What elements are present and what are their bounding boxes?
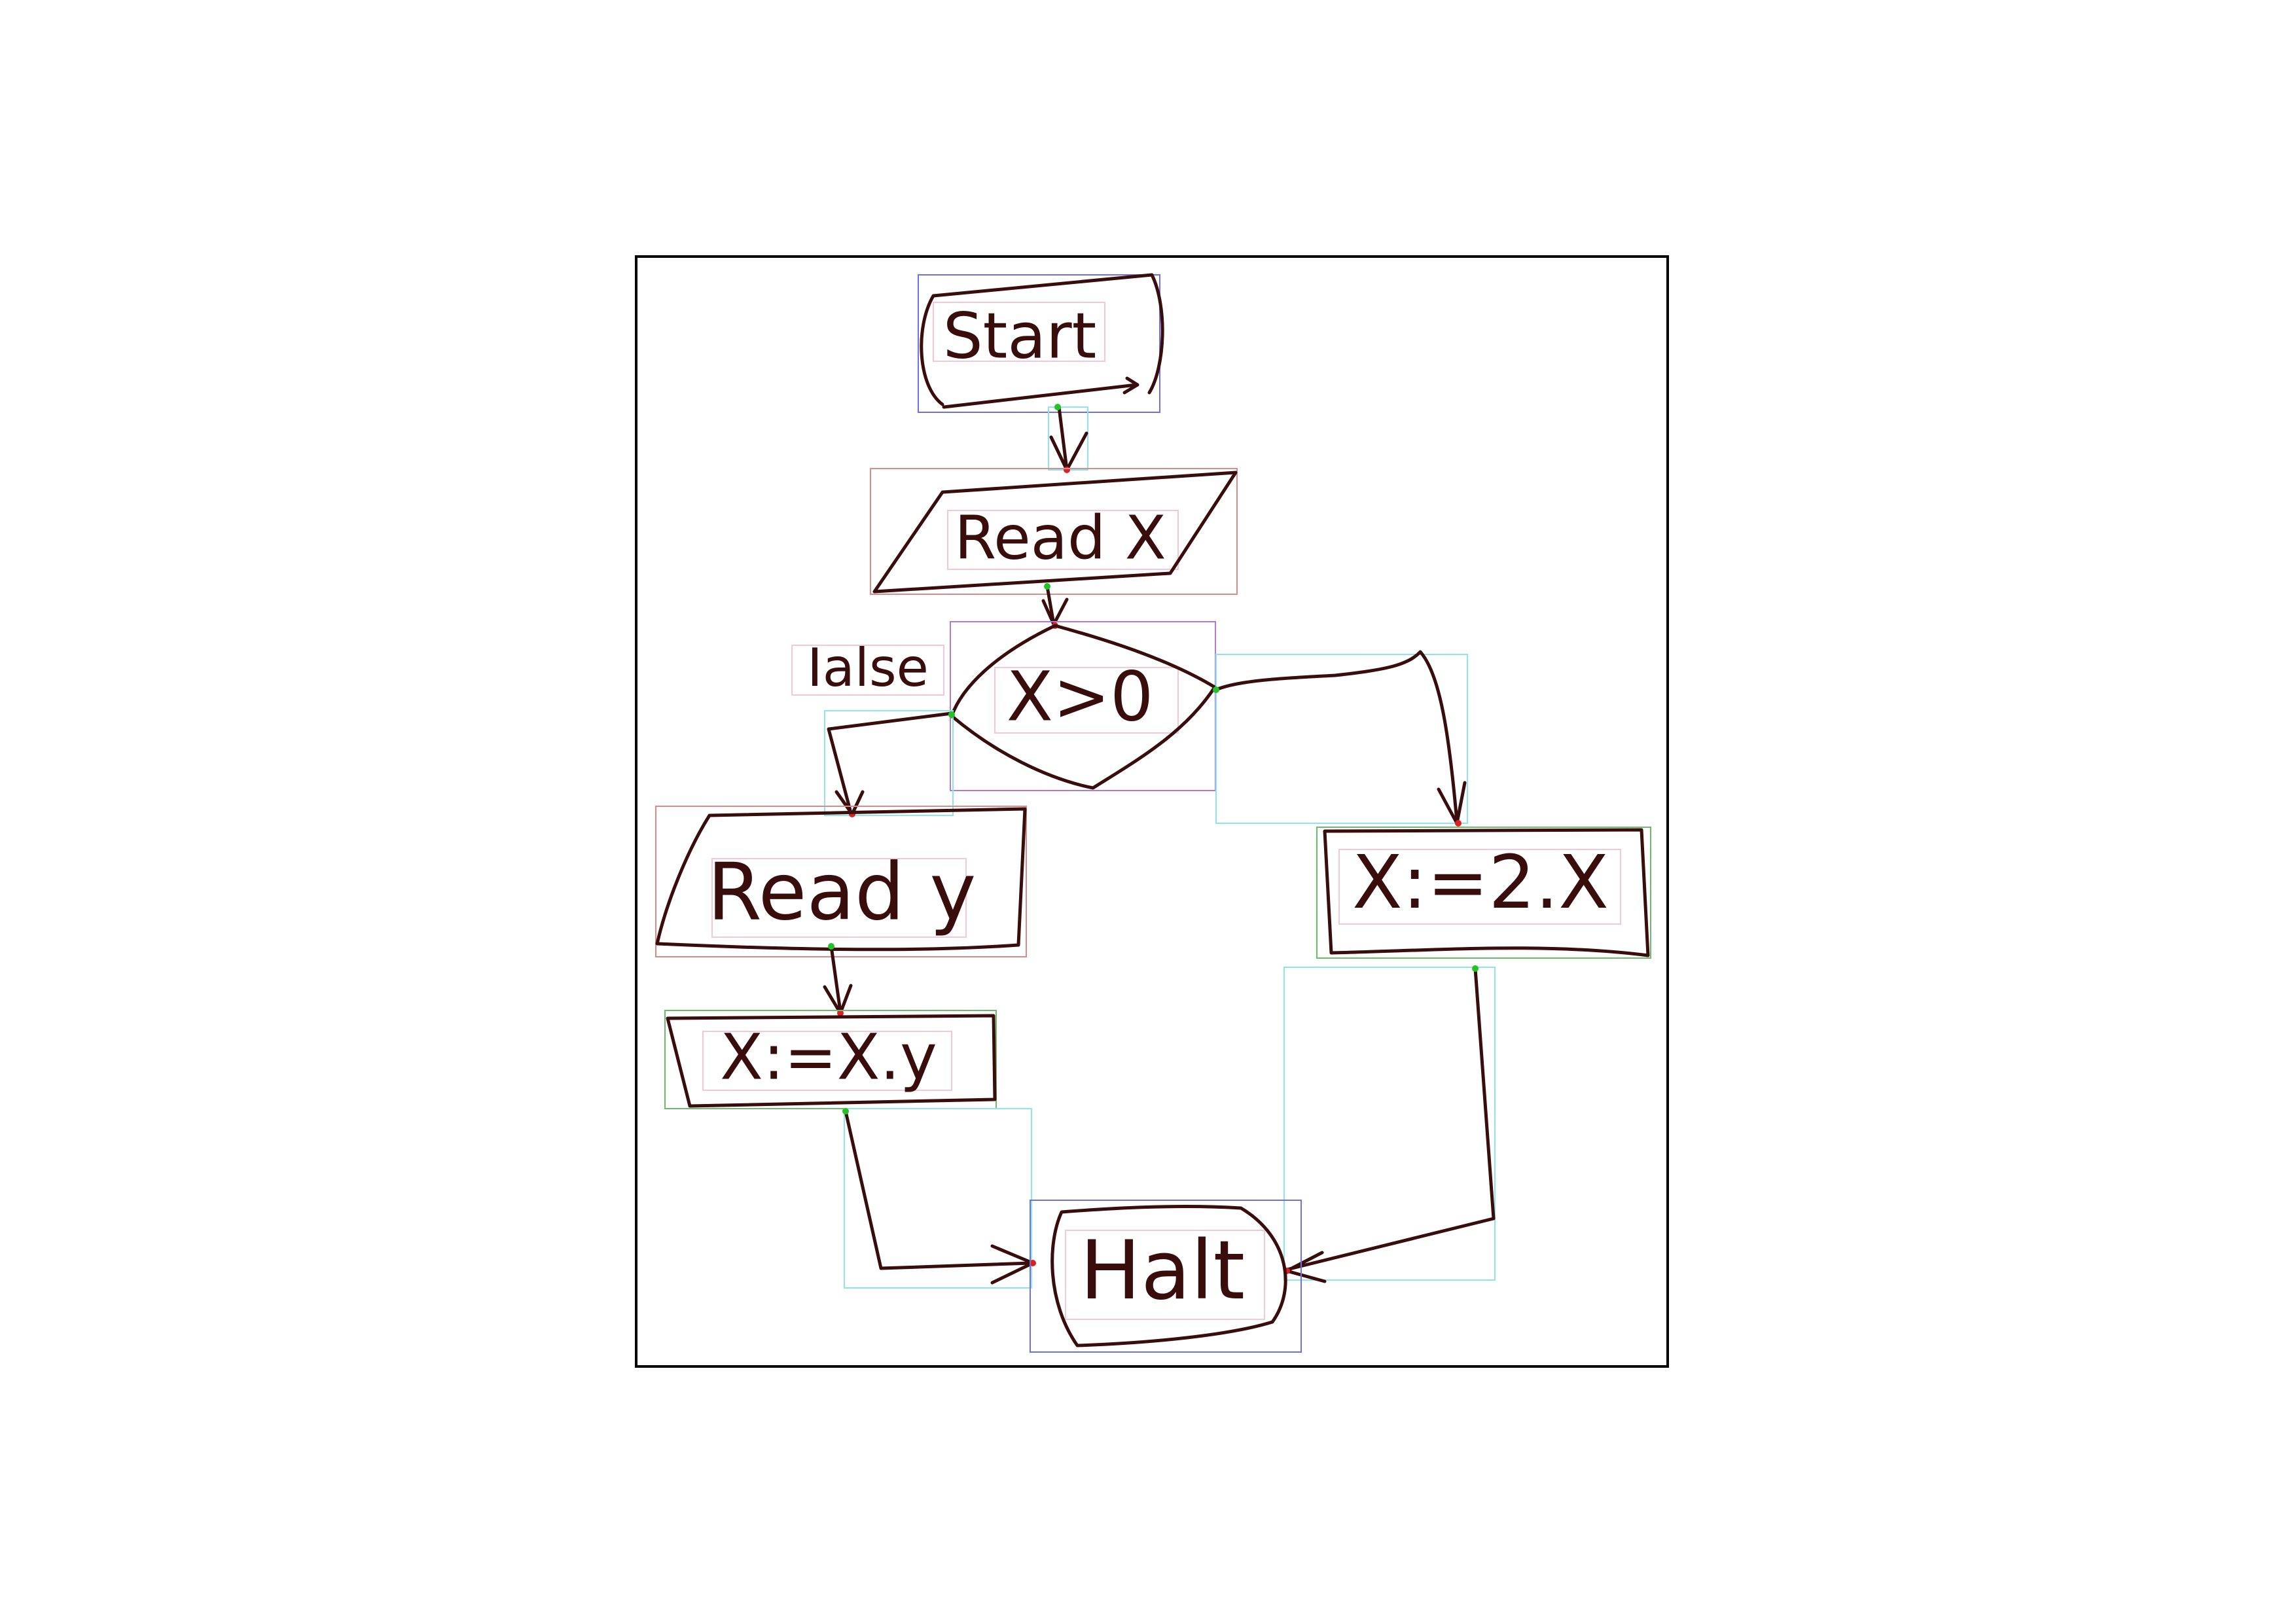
- read-y-label-box: [711, 858, 967, 938]
- edge-read-y-to-assign-head: [837, 1010, 844, 1016]
- edge-decision-to-read-y-tail: [948, 711, 955, 718]
- read-x-label: Read X: [954, 503, 1166, 573]
- edge-decision-to-double-head: [1455, 820, 1462, 827]
- assign-xy-bounding-box: [664, 1010, 997, 1109]
- edge-double-to-halt-line: [1285, 967, 1496, 1283]
- start-label: Start: [943, 299, 1097, 372]
- decision-shape-outline: [950, 624, 1217, 790]
- edge-read-x-to-decision-tail: [1044, 583, 1050, 590]
- read-y-node[interactable]: Read y: [655, 806, 1027, 957]
- edge-decision-to-double-tail: [1213, 687, 1219, 693]
- edge-decision-to-read-y-line: [827, 711, 954, 816]
- assign-2x-label: X:=2.X: [1352, 840, 1609, 925]
- assign-2x-shape-outline: [1323, 828, 1650, 957]
- read-x-node[interactable]: Read X: [870, 468, 1238, 595]
- read-y-shape-outline: [655, 807, 1027, 952]
- read-y-label: Read y: [708, 847, 977, 938]
- start-node[interactable]: Start: [918, 273, 1164, 413]
- assign-2x-label-box: [1338, 849, 1621, 925]
- edge-double-to-halt[interactable]: [1283, 965, 1496, 1283]
- edge-read-x-to-decision-line: [1041, 584, 1069, 626]
- halt-shape-outline: [1050, 1205, 1287, 1347]
- false-branch-label-text: Ialse: [807, 637, 929, 698]
- halt-label: Halt: [1080, 1224, 1245, 1318]
- read-x-bounding-box: [870, 468, 1238, 595]
- decision-label: X>0: [1007, 656, 1154, 736]
- read-x-shape-outline: [872, 471, 1238, 594]
- decision-node[interactable]: X>0: [950, 621, 1217, 791]
- edge-start-to-read-x-line: [1049, 405, 1088, 472]
- halt-bounding-box: [1030, 1200, 1302, 1353]
- assign-xy-label-box: [702, 1031, 952, 1091]
- edge-assign-to-halt-head: [1030, 1260, 1036, 1266]
- assign-2x-bounding-box: [1316, 827, 1651, 959]
- start-label-box: [933, 302, 1105, 362]
- edge-double-to-halt-tail: [1472, 965, 1479, 972]
- edge-decision-to-double-box: [1215, 654, 1468, 824]
- edge-start-to-read-x-head: [1064, 467, 1070, 473]
- edge-decision-to-double[interactable]: [1213, 650, 1468, 827]
- edge-assign-to-halt-line: [844, 1109, 1035, 1285]
- halt-label-box: [1065, 1230, 1265, 1320]
- start-bounding-box: [918, 274, 1160, 413]
- false-branch-label: Ialse: [791, 637, 944, 698]
- edge-assign-to-halt[interactable]: [842, 1108, 1036, 1289]
- edge-read-x-to-decision[interactable]: [1041, 583, 1069, 629]
- start-shape-outline: [920, 273, 1164, 409]
- edge-decision-to-read-y[interactable]: [824, 710, 955, 817]
- read-y-bounding-box: [655, 806, 1027, 957]
- edge-start-to-read-x[interactable]: [1048, 404, 1088, 473]
- edge-decision-to-read-y-box: [824, 710, 954, 816]
- edge-read-y-to-assign-tail: [828, 943, 834, 950]
- edge-assign-to-halt-box: [844, 1108, 1032, 1289]
- assign-2x-node[interactable]: X:=2.X: [1316, 827, 1651, 959]
- edge-assign-to-halt-tail: [842, 1108, 849, 1115]
- decision-label-box: [994, 667, 1179, 734]
- false-branch-label-box: [791, 645, 944, 696]
- edge-decision-to-double-line: [1214, 650, 1467, 825]
- assign-xy-label: X:=X.y: [720, 1020, 937, 1094]
- diagram-frame: [635, 255, 1669, 1368]
- read-x-label-box: [947, 510, 1179, 570]
- edge-start-to-read-x-tail: [1054, 404, 1061, 410]
- halt-node[interactable]: Halt: [1030, 1200, 1302, 1353]
- assign-xy-node[interactable]: X:=X.y: [664, 1010, 997, 1109]
- edge-double-to-halt-box: [1283, 967, 1496, 1281]
- assign-xy-shape-outline: [666, 1014, 997, 1108]
- edge-read-y-to-assign[interactable]: [823, 943, 853, 1016]
